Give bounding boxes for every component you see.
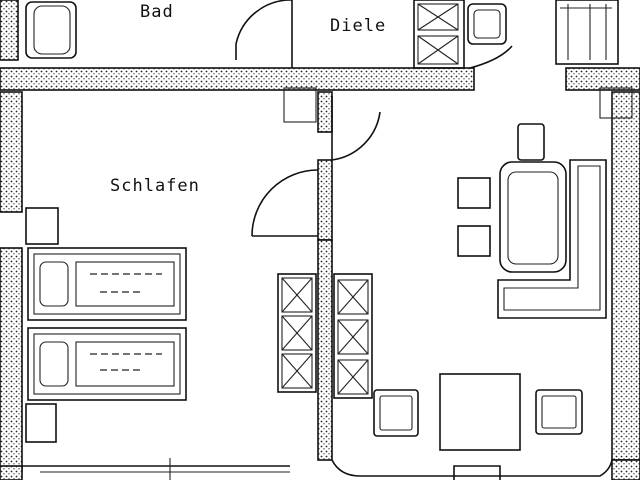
wall-left-lower — [0, 247, 23, 471]
door-swing-diele — [469, 45, 513, 69]
room-label-diele: Diele — [330, 16, 387, 36]
wall-right-bottom — [611, 459, 640, 480]
lamp-chair — [517, 123, 545, 161]
wall-partition-top — [317, 91, 333, 133]
wall-partition-mid — [317, 159, 333, 241]
wall-right — [611, 91, 640, 461]
bathroom — [25, 0, 293, 68]
bed-2-mattress — [33, 333, 181, 395]
wardrobe-wohnen — [333, 273, 373, 399]
nightstand — [25, 207, 59, 245]
door-frame-right — [599, 87, 633, 119]
door-swing-bad — [235, 0, 292, 45]
wall-horizontal-right — [565, 67, 640, 91]
room-label-bad: Bad — [140, 2, 174, 22]
door-swing-schlafen — [251, 169, 319, 237]
cabinet-bottom — [417, 35, 459, 65]
cabinet-unit — [413, 0, 465, 69]
diele-fixtures — [413, 0, 619, 69]
dining-chair-right — [535, 389, 583, 435]
door-swing-wohnen — [331, 111, 381, 161]
wall-left-upper — [0, 91, 23, 213]
door-frame-schlafen — [283, 87, 317, 123]
nightstand-2 — [25, 403, 57, 443]
bed-2-cover — [75, 341, 175, 387]
bed-1-mattress — [33, 253, 181, 315]
bed-2-pillow — [39, 341, 69, 387]
corner-sofa — [497, 159, 607, 319]
sink — [467, 3, 507, 45]
dining-chair-bottom — [453, 465, 501, 480]
cabinet-top — [417, 3, 459, 31]
living-room — [331, 123, 613, 480]
wall-horizontal-main — [0, 67, 475, 91]
bathtub — [25, 1, 77, 59]
sofa-table — [499, 161, 567, 273]
wall-partition-low — [317, 239, 333, 461]
wall-bad-left — [0, 0, 19, 61]
wardrobes — [277, 273, 373, 399]
wardrobe-schlafen — [277, 273, 317, 393]
dining-table — [439, 373, 521, 451]
chair-2 — [457, 225, 491, 257]
dining-chair-left — [373, 389, 419, 437]
bedroom — [22, 207, 290, 480]
balcony-edge — [331, 459, 613, 477]
doors — [251, 87, 633, 237]
wall-left-bottom — [0, 465, 23, 480]
shelf-unit — [555, 0, 619, 65]
bathtub-inner — [33, 5, 71, 55]
room-label-schlafen: Schlafen — [110, 176, 200, 196]
bed-1-pillow — [39, 261, 69, 307]
bed-1-cover — [75, 261, 175, 307]
bed-2 — [27, 327, 187, 401]
bed-1 — [27, 247, 187, 321]
chair-1 — [457, 177, 491, 209]
